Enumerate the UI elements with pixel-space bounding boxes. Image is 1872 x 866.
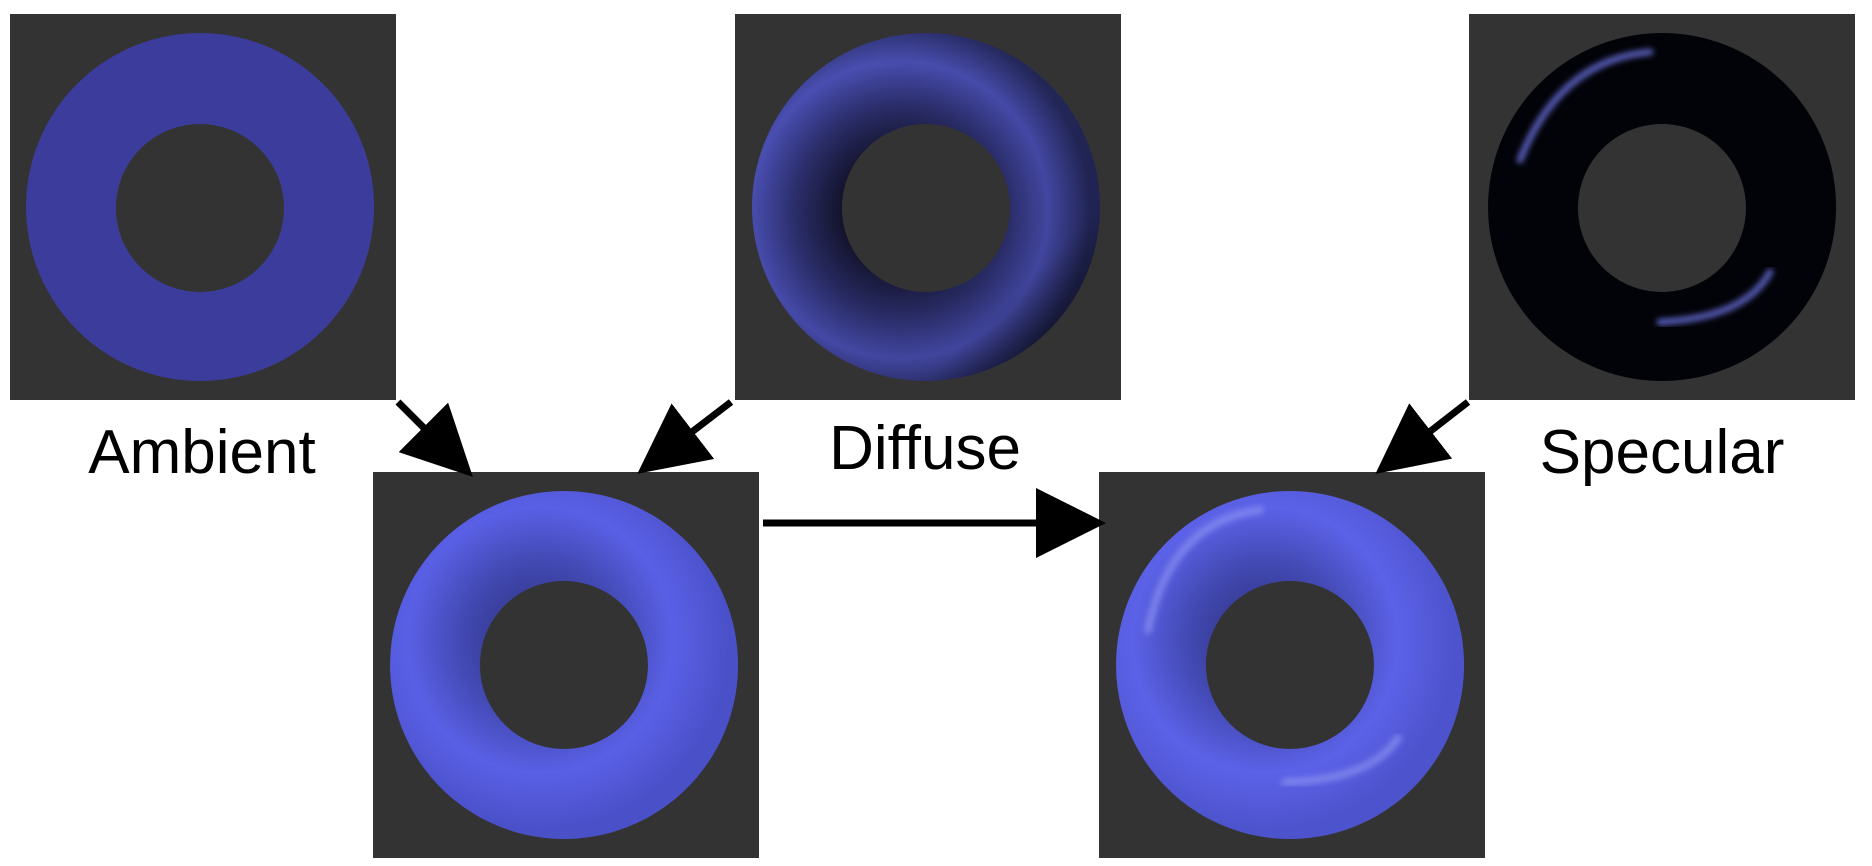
final-specular-highlight-lower (1281, 734, 1402, 786)
specular-highlight-lower (1656, 268, 1774, 326)
ambient-label: Ambient (88, 418, 315, 487)
specular-highlight-upper (1516, 48, 1654, 164)
arrow-specular-to-final (1375, 399, 1471, 474)
ambient-diffuse-torus (390, 491, 739, 840)
final-specular-highlight-upper (1144, 506, 1264, 634)
arrow-ambient-to-combined (395, 399, 473, 477)
final-panel (1099, 472, 1485, 858)
ambient-panel (10, 14, 396, 400)
diffuse-label: Diffuse (829, 414, 1021, 483)
specular-panel (1469, 14, 1855, 400)
final-torus (1116, 491, 1465, 840)
ambient-torus (26, 33, 375, 381)
specular-label: Specular (1540, 418, 1785, 487)
diffuse-panel (735, 14, 1121, 400)
ambient-diffuse-panel (373, 472, 759, 858)
arrow-diffuse-to-combined (637, 399, 734, 474)
